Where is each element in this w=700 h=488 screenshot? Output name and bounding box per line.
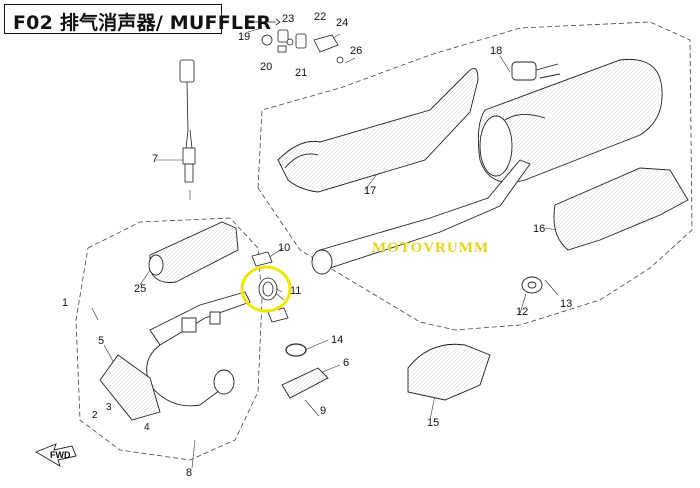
- callout-11: 11: [290, 285, 301, 297]
- mounting-bracket: [281, 367, 329, 399]
- rubber-grommet: [521, 276, 543, 294]
- o-ring: [285, 343, 307, 357]
- muffler-heat-shield: [553, 167, 689, 251]
- header-heat-shield: [148, 221, 239, 283]
- callout-14: 14: [331, 334, 343, 346]
- callout-10: 10: [278, 242, 290, 254]
- title-box: F02 排气消声器/ MUFFLER: [4, 4, 271, 34]
- callout-21: 21: [295, 67, 307, 79]
- callout-7: 7: [152, 153, 158, 165]
- callout-20: 20: [260, 61, 272, 73]
- callout-12: 12: [516, 306, 528, 318]
- callout-labels: 1 2 3 4 5 6 7 8 9 10 11 12 13 14 15 16 1…: [62, 11, 572, 479]
- lower-heat-shield: [407, 343, 491, 401]
- callout-13: 13: [560, 298, 572, 310]
- oxygen-sensor: [179, 59, 196, 183]
- fwd-label: FWD: [50, 450, 71, 460]
- header-pipe-assembly: [146, 291, 251, 407]
- watermark-text: MOTOVRUMM: [372, 240, 489, 256]
- callout-5: 5: [98, 335, 104, 347]
- front-heat-shield: [99, 354, 161, 421]
- callout-4: 4: [144, 422, 150, 433]
- callout-19: 19: [238, 31, 250, 43]
- callout-15: 15: [427, 417, 439, 429]
- header-pipe-group-outline: [75, 217, 263, 461]
- fwd-arrow: FWD: [34, 443, 77, 467]
- link-pipe: [311, 159, 531, 275]
- callout-3: 3: [106, 402, 112, 413]
- callout-26: 26: [350, 45, 362, 57]
- callout-6: 6: [343, 357, 349, 369]
- callout-1: 1: [62, 297, 68, 309]
- bracket-hardware-set: [250, 18, 344, 64]
- muffler-canister: [477, 58, 663, 183]
- callout-9: 9: [320, 405, 326, 417]
- callout-22: 22: [314, 11, 326, 23]
- mid-pipe-heat-shield: [277, 67, 479, 193]
- callout-2: 2: [92, 410, 98, 421]
- callout-23: 23: [282, 13, 294, 25]
- callout-16: 16: [533, 223, 545, 235]
- highlight-circle: [240, 265, 292, 313]
- callout-18: 18: [490, 45, 502, 57]
- page-title: F02 排气消声器/ MUFFLER: [13, 12, 272, 34]
- callout-25: 25: [134, 283, 146, 295]
- muffler-group-outline: [257, 21, 693, 331]
- callout-17: 17: [364, 185, 376, 197]
- callout-8: 8: [186, 467, 192, 479]
- callout-24: 24: [336, 17, 348, 29]
